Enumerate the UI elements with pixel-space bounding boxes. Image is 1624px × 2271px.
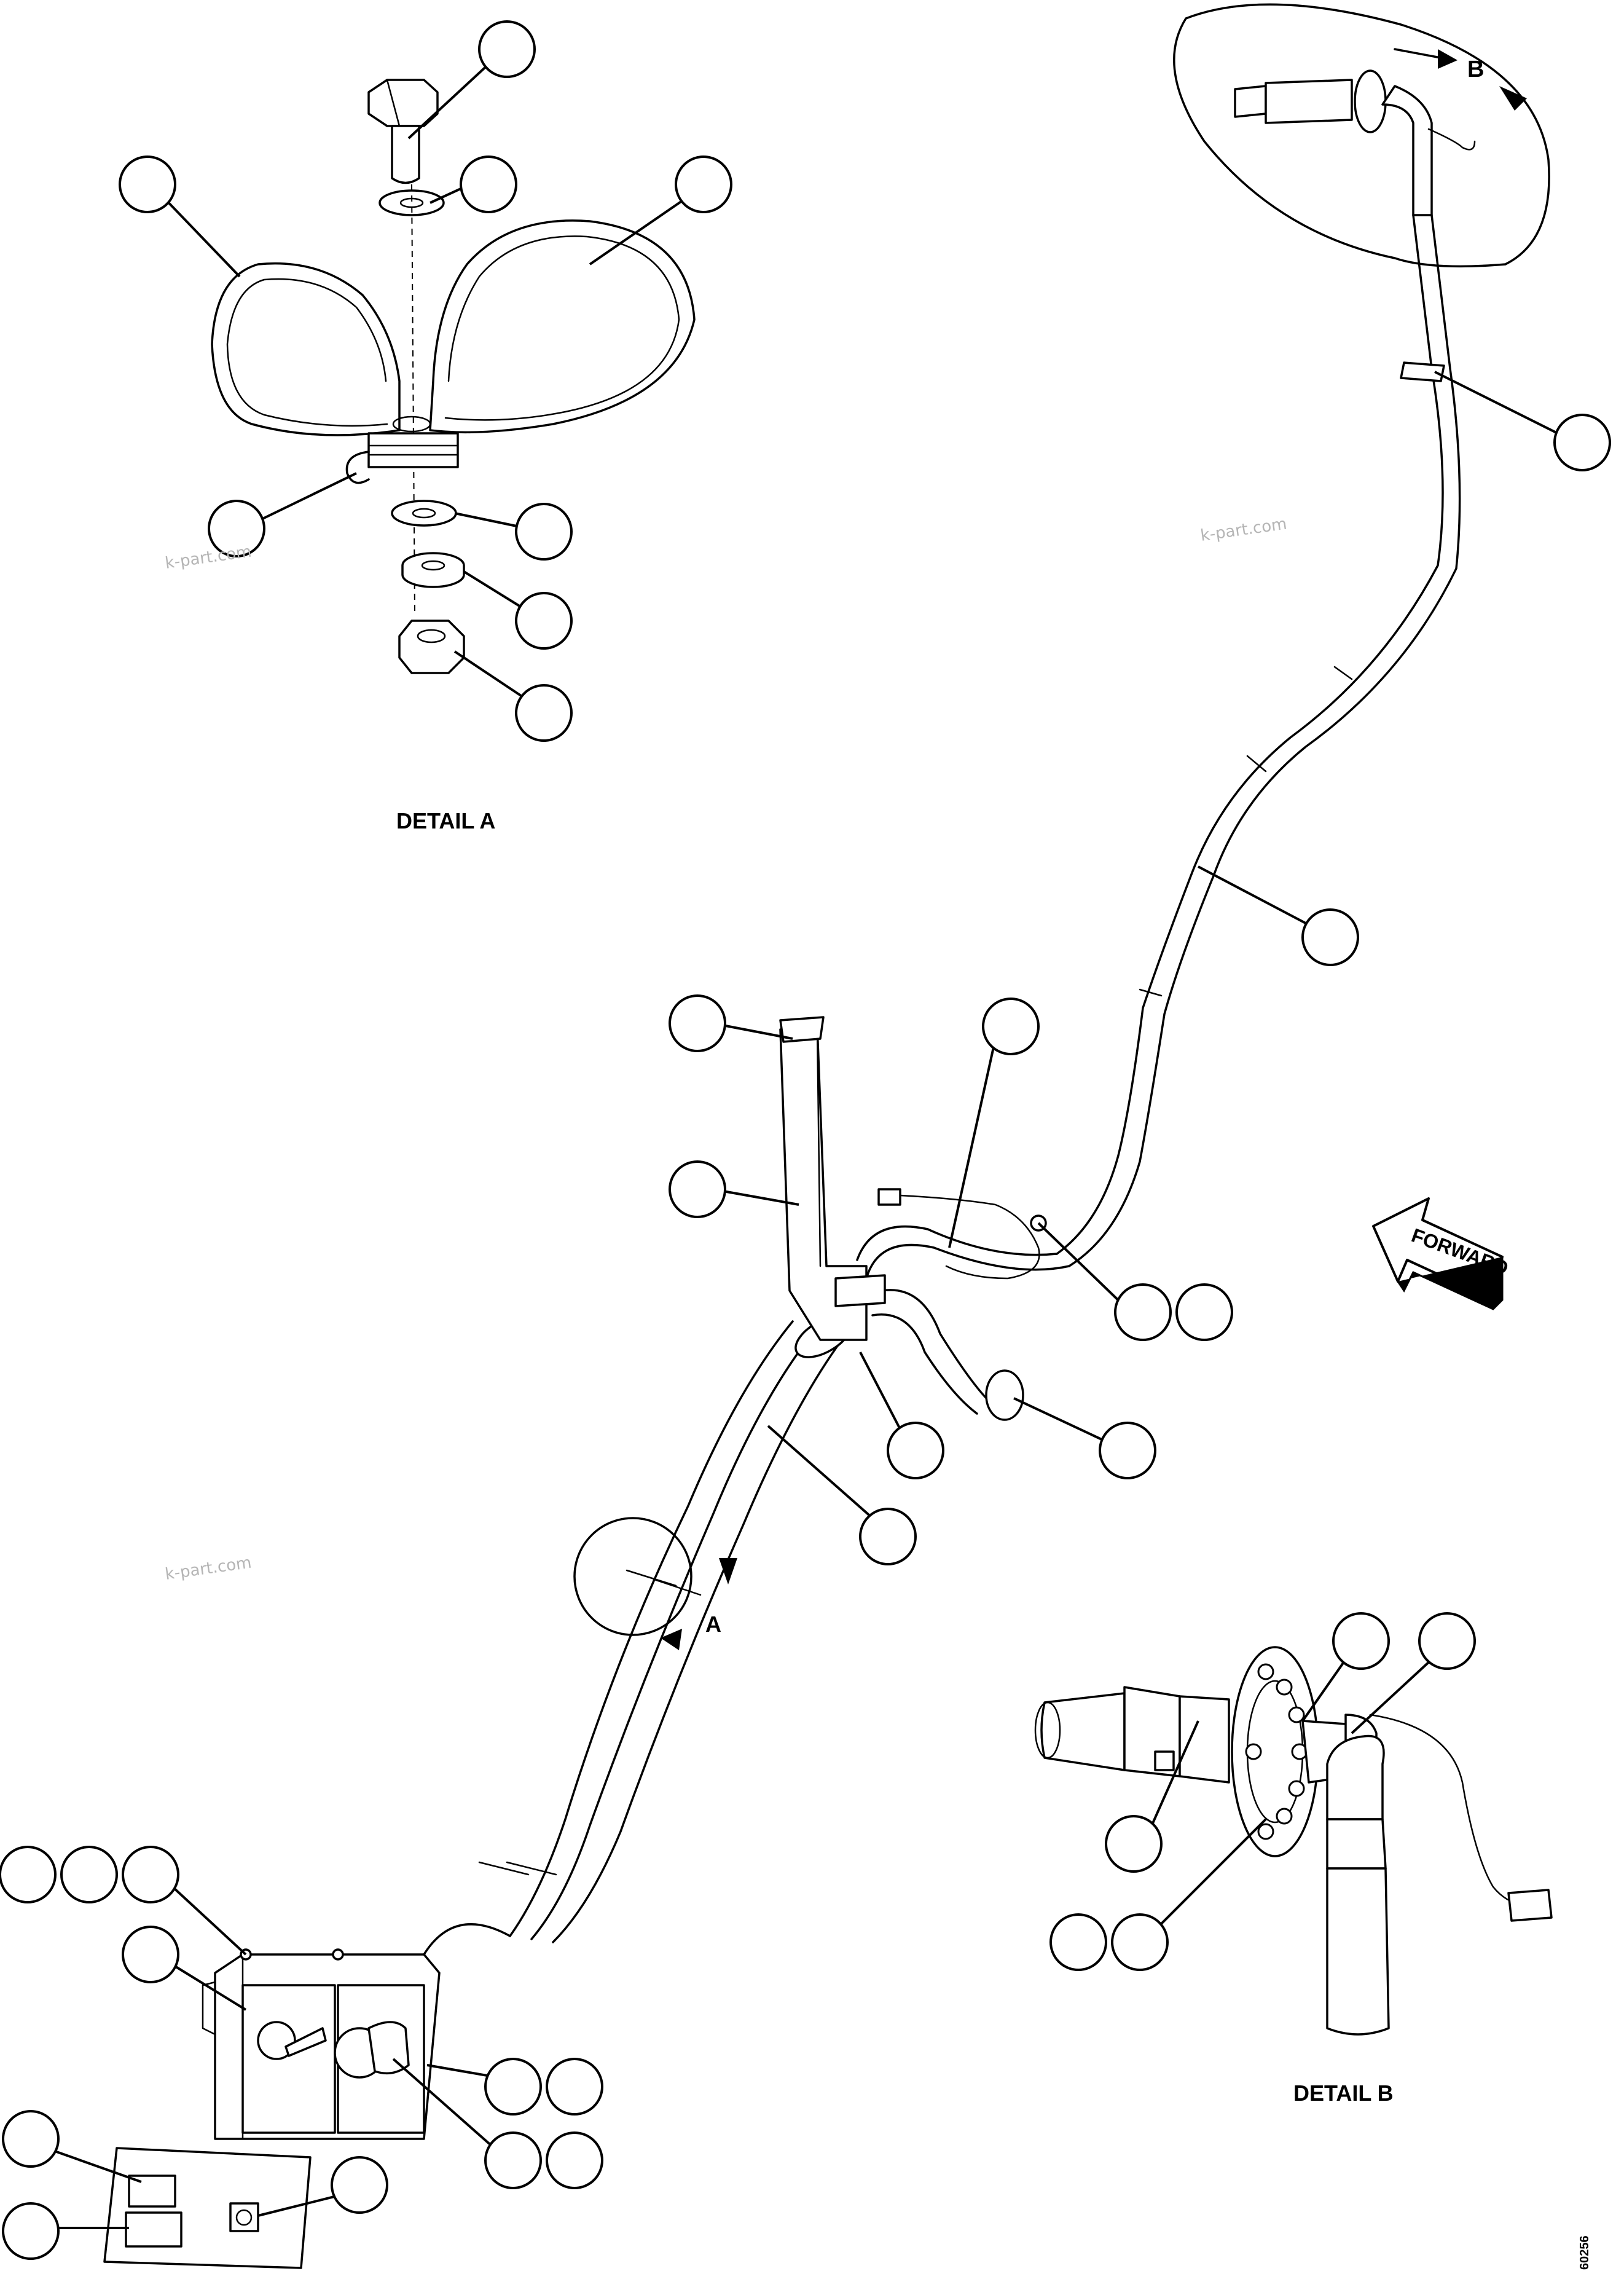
receptacle-box [202,1923,511,2140]
callout-circle [478,20,536,78]
view-a-label: A [705,1612,721,1637]
view-b-ellipse: B [1173,3,1550,268]
clamp-right-loop [429,219,696,434]
detail-b-connector [1034,1646,1553,2036]
clamp-base-plate [367,432,459,468]
detail-a-callouts [119,20,732,742]
lower-left-callouts [0,1846,603,2260]
clamp-left-loop [211,262,401,436]
nut [398,620,465,674]
view-a-arrow [719,1558,737,1584]
view-a-circle [573,1517,692,1636]
callout-circle [119,155,176,213]
hose-elbow [881,1289,990,1403]
sensor-connector [877,1188,901,1206]
view-b-label: B [1467,57,1484,82]
figure-code: 60256 [1578,2235,1591,2270]
callout-circle [515,503,573,561]
detail-a-label: DETAIL A [396,808,495,833]
view-b-arrow-2 [1499,86,1527,111]
mounting-bracket [779,1016,886,1341]
forward-arrow: FORWARD [1372,1197,1512,1310]
callout-circle [515,592,573,650]
hose-lower [509,1320,794,1937]
watermark: k-part.com [1199,515,1288,545]
callout-circle [675,155,732,213]
main-callouts [669,371,1611,1565]
callout-circle [515,684,573,742]
watermark: k-part.com [164,543,253,573]
callout-circle [460,155,517,213]
bolt [367,79,439,184]
watermark: k-part.com [164,1554,253,1584]
detail-b-callouts [1049,1612,1476,1971]
elbow-fitting [985,1369,1024,1421]
main-hose-run: A [478,214,1461,1943]
detail-a-clamp-assembly [211,79,696,674]
bolt-centerline [411,184,415,615]
washer-flat [391,500,457,527]
callout-circle [208,500,265,557]
clamp-hook [345,451,370,484]
control-panel [103,2147,312,2269]
sensor-wire [899,1194,1040,1280]
detail-b-label: DETAIL B [1293,2080,1394,2106]
hose-upper [1056,214,1444,1255]
view-b-arrow [1438,49,1457,69]
hose-clamp [1400,361,1445,382]
